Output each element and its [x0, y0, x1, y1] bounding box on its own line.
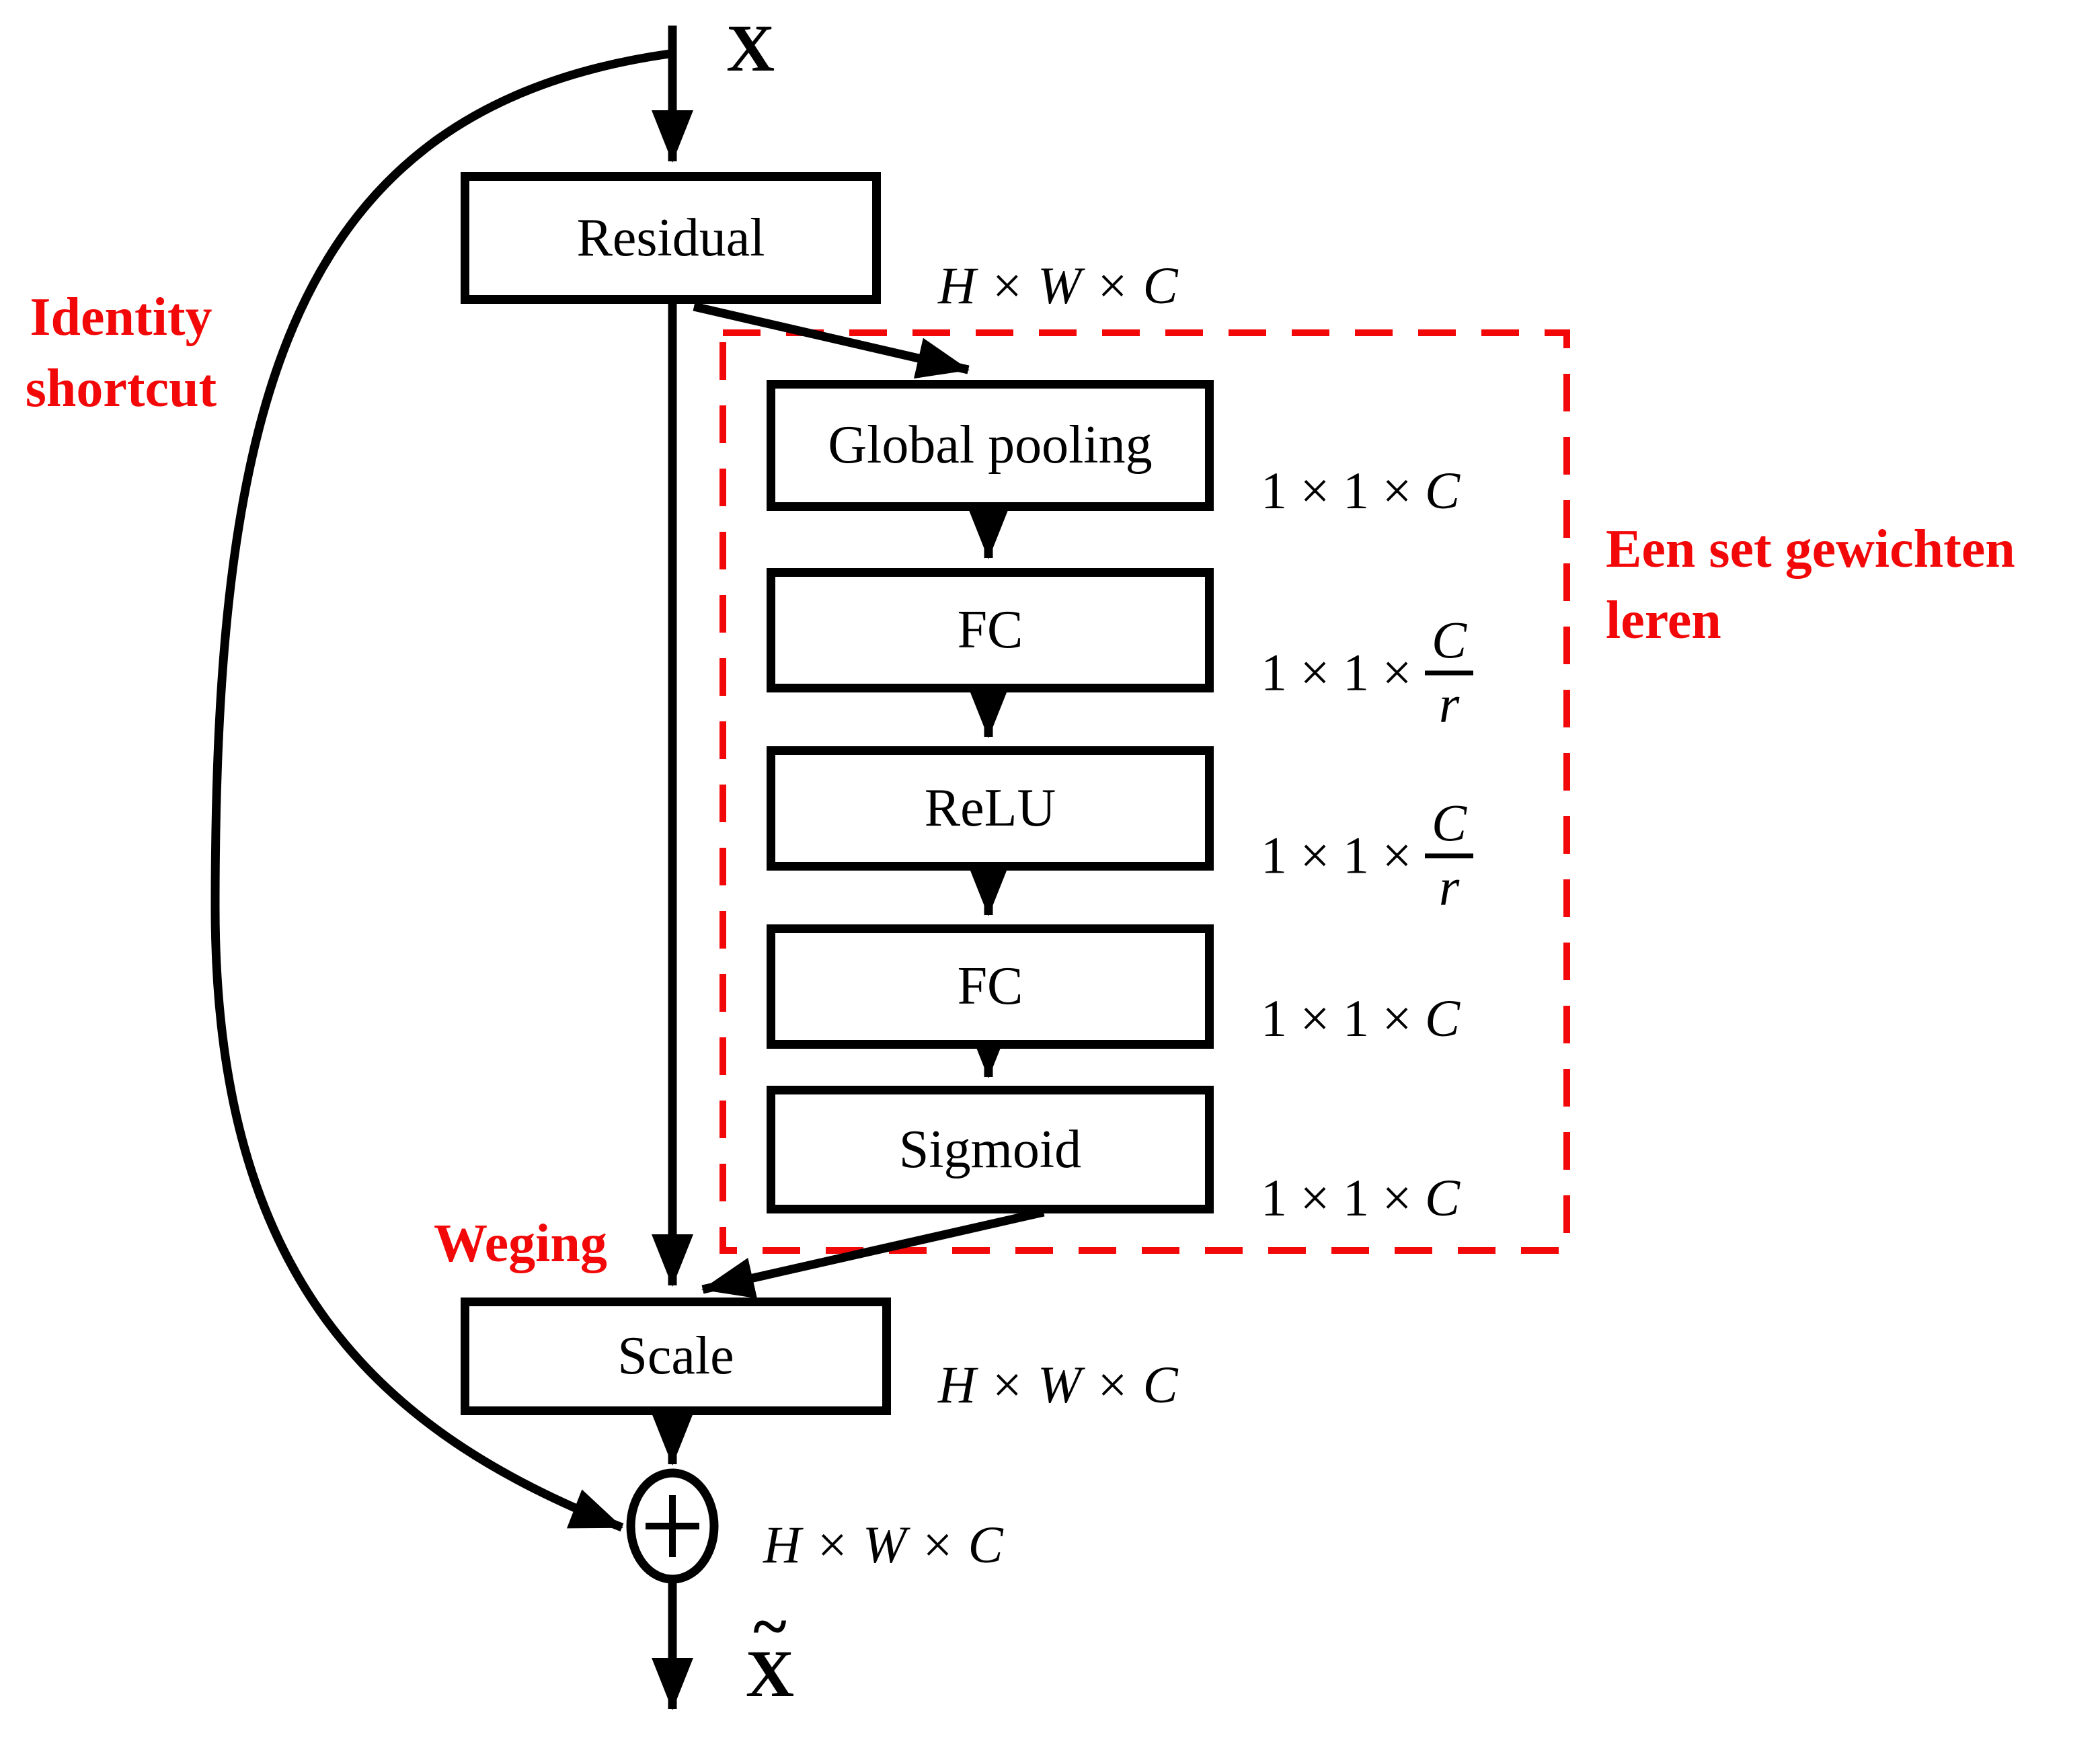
een-set-gewichten-note: Een set gewichten leren [1606, 514, 2015, 656]
fraction-numerator: C [1424, 797, 1474, 859]
dim-prefix: 1 × 1 × [1261, 643, 1425, 701]
sum-output-dim: H × W × C [763, 1515, 1003, 1574]
scale-box: Scale [461, 1298, 891, 1415]
relu-box-label: ReLU [924, 779, 1056, 838]
residual-box-label: Residual [576, 208, 765, 268]
fraction-numerator: C [1424, 614, 1474, 676]
fraction-denominator: r [1438, 857, 1460, 916]
dim-var: C [1424, 989, 1461, 1047]
dim-prefix: 1 × 1 × [1261, 826, 1425, 884]
input-x-label: X [726, 11, 775, 85]
weights-region-dashed-box [720, 329, 1570, 1254]
fraction-denominator: r [1438, 674, 1460, 733]
fc2-box-label: FC [957, 957, 1023, 1016]
dim-prefix: 1 × 1 × [1261, 461, 1425, 520]
dim-prefix: 1 × 1 × [1261, 989, 1425, 1047]
residual-to-global-pooling-arrow [693, 302, 970, 379]
global-pooling-output-dim: 1 × 1 × C [1261, 461, 1460, 521]
identity-shortcut-line1: Identity [30, 288, 212, 347]
output-x-glyph: X [745, 1636, 795, 1711]
fc2-box: FC [767, 924, 1214, 1049]
sigmoid-box: Sigmoid [767, 1086, 1214, 1213]
identity-shortcut-curve [210, 49, 670, 1532]
dim-var: C [1424, 1168, 1461, 1227]
fc1-box: FC [767, 568, 1214, 692]
weging-note: Weging [434, 1214, 607, 1273]
een-set-line2: leren [1606, 590, 1721, 650]
fc2-output-dim: 1 × 1 × C [1261, 988, 1460, 1049]
een-set-line1: Een set gewichten [1606, 520, 2015, 579]
scale-box-label: Scale [617, 1326, 734, 1386]
global-pooling-box-label: Global pooling [828, 415, 1153, 475]
dim-prefix: 1 × 1 × [1261, 1168, 1425, 1227]
identity-shortcut-line2: shortcut [25, 358, 217, 418]
scale-output-dim: H × W × C [938, 1355, 1178, 1414]
identity-shortcut-note: Identity shortcut [20, 282, 222, 424]
residual-output-dim: H × W × C [938, 256, 1178, 315]
fc1-box-label: FC [957, 600, 1023, 660]
output-x-tilde-label: ~ X [730, 1595, 810, 1711]
global-pooling-box: Global pooling [767, 380, 1214, 511]
dim-var: C [1424, 461, 1461, 520]
sum-plus-icon [626, 1468, 719, 1584]
sigmoid-box-label: Sigmoid [898, 1119, 1082, 1179]
residual-box: Residual [461, 172, 881, 304]
relu-box: ReLU [767, 746, 1214, 871]
sigmoid-to-scale-arrow [701, 1207, 1045, 1299]
sigmoid-output-dim: 1 × 1 × C [1261, 1168, 1460, 1228]
